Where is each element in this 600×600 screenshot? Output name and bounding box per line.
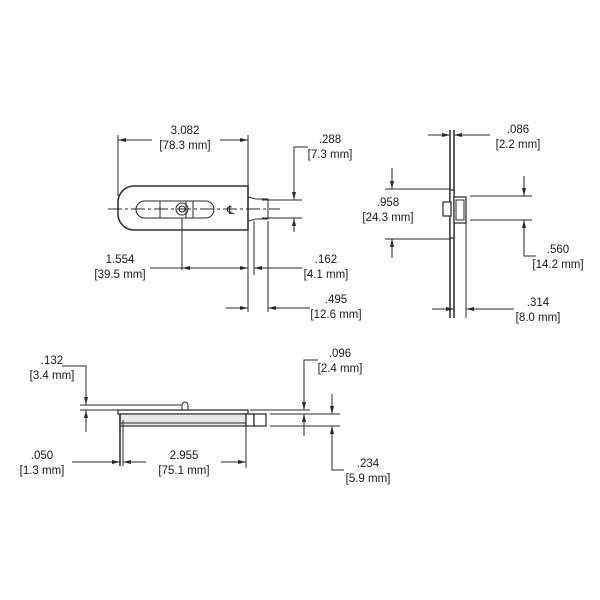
- dim-plate-thickness-mm: [2.2 mm]: [496, 139, 541, 151]
- arrow-icon: [522, 188, 526, 196]
- arrow-icon: [292, 192, 296, 200]
- tab-right: [253, 413, 267, 427]
- centerline-symbol: ℄: [226, 205, 235, 217]
- side-view: .132 [3.4 mm] .096 [2.4 mm] .234 [5.9 mm…: [20, 348, 391, 485]
- dim-knob-height-in: .132: [41, 355, 63, 367]
- bolt-body-outline: [117, 185, 249, 231]
- dim-tab-gap-mm: [4.1 mm]: [304, 269, 349, 281]
- arrow-icon: [240, 266, 248, 270]
- dim-tab-height-in: .288: [319, 134, 341, 146]
- arrow-icon: [330, 426, 334, 434]
- leader-line: [303, 359, 318, 410]
- dim-plate-height-mm: [24.3 mm]: [362, 212, 413, 224]
- arrow-icon: [240, 306, 248, 310]
- arrow-icon: [240, 138, 248, 142]
- dim-lip-width-in: .050: [31, 450, 53, 462]
- bolt-tab: [247, 196, 269, 222]
- dim-overall-length-mm: [78.3 mm]: [159, 140, 210, 152]
- dim-center-offset-in: 1.554: [106, 254, 135, 266]
- dim-tab-height-side-in: .234: [357, 458, 380, 470]
- tab-left: [245, 413, 255, 427]
- arrow-icon: [292, 218, 296, 226]
- dim-tab-height-side-mm: [5.9 mm]: [346, 473, 391, 485]
- knob-bump: [181, 401, 189, 410]
- dim-body-length-in: 2.955: [170, 450, 199, 462]
- dim-tab-thickness-in: .096: [329, 348, 351, 360]
- boss-inner: [455, 199, 465, 221]
- arrow-icon: [118, 138, 126, 142]
- arrow-icon: [390, 181, 394, 189]
- arrow-icon: [84, 397, 88, 405]
- arrow-icon: [123, 460, 131, 464]
- arrow-icon: [182, 266, 190, 270]
- dim-body-length-mm: [75.1 mm]: [158, 465, 209, 477]
- arrow-icon: [442, 133, 450, 137]
- dim-plate-thickness-in: .086: [507, 124, 529, 136]
- end-view: .086 [2.2 mm] .958 [24.3 mm] .560 [14.2 …: [362, 124, 583, 324]
- leader-line: [523, 220, 536, 257]
- boss-housing: [453, 196, 467, 224]
- arrow-icon: [84, 410, 88, 418]
- arrow-icon: [238, 460, 246, 464]
- dim-knob-height-mm: [3.4 mm]: [30, 370, 75, 382]
- arrow-icon: [446, 307, 454, 311]
- arrow-icon: [454, 133, 462, 137]
- arrow-icon: [466, 307, 474, 311]
- leader-line: [331, 426, 344, 471]
- dim-boss-depth-mm: [8.0 mm]: [516, 312, 561, 324]
- dim-lip-width-mm: [1.3 mm]: [20, 465, 65, 477]
- arrow-icon: [302, 414, 306, 422]
- dim-boss-depth-in: .314: [527, 297, 550, 309]
- arrow-icon: [522, 220, 526, 228]
- bolt-top-flange: [117, 409, 249, 415]
- dim-plate-height-in: .958: [377, 197, 399, 209]
- arrow-icon: [330, 406, 334, 414]
- bolt-body: [119, 413, 247, 427]
- dim-center-offset-mm: [39.5 mm]: [94, 269, 145, 281]
- arrow-icon: [390, 239, 394, 247]
- dim-tab-length-mm: [12.6 mm]: [310, 309, 361, 321]
- dim-tab-thickness-mm: [2.4 mm]: [318, 363, 363, 375]
- dim-boss-height-in: .560: [547, 244, 569, 256]
- dim-overall-length-in: 3.082: [171, 125, 200, 137]
- dim-boss-height-mm: [14.2 mm]: [532, 259, 583, 271]
- arrow-icon: [254, 266, 262, 270]
- leader-line: [62, 365, 87, 405]
- dim-tab-height-mm: [7.3 mm]: [308, 149, 353, 161]
- boss-stub: [442, 201, 452, 217]
- leader-line: [293, 146, 308, 200]
- arrow-icon: [112, 460, 120, 464]
- top-view: ℄ 3.082 [78.3 mm] .288 [7.3 mm] 1.554 [3…: [94, 125, 361, 321]
- arrow-icon: [302, 402, 306, 410]
- dim-tab-gap-in: .162: [315, 254, 337, 266]
- dim-tab-length-in: .495: [325, 294, 347, 306]
- arrow-icon: [268, 306, 276, 310]
